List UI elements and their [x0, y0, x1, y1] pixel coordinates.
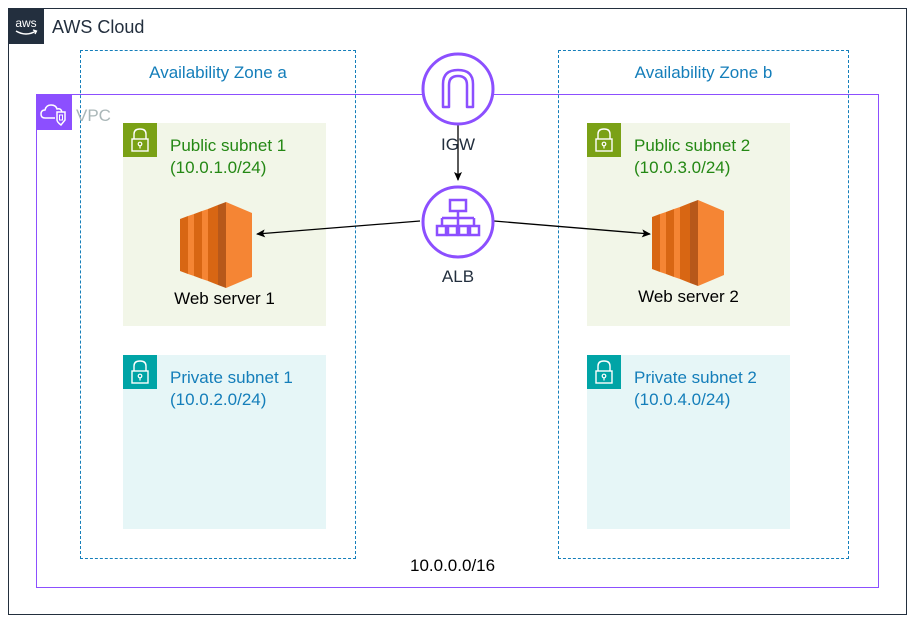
- availability-zone-a: Availability Zone a: [80, 50, 356, 559]
- private-subnet-1: Private subnet 1 (10.0.2.0/24): [123, 355, 326, 529]
- vpc-cloud-icon: [36, 94, 72, 130]
- subnet-name: Private subnet 2 (10.0.4.0/24): [634, 367, 757, 411]
- lock-icon: [587, 123, 621, 157]
- subnet-name-text: Private subnet 2: [634, 368, 757, 387]
- subnet-name: Public subnet 2 (10.0.3.0/24): [634, 135, 750, 179]
- public-subnet-1: Public subnet 1 (10.0.1.0/24) Web server …: [123, 123, 326, 326]
- subnet-cidr: (10.0.1.0/24): [170, 158, 267, 177]
- subnet-name-text: Public subnet 2: [634, 136, 751, 155]
- subnet-name: Public subnet 1 (10.0.1.0/24): [170, 135, 286, 179]
- az-label: Availability Zone a: [149, 63, 287, 82]
- private-subnet-2: Private subnet 2 (10.0.4.0/24): [587, 355, 790, 529]
- igw-label: IGW: [441, 135, 475, 154]
- ec2-instance-icon: [178, 199, 254, 296]
- subnet-name: Private subnet 1 (10.0.2.0/24): [170, 367, 293, 411]
- internet-gateway-icon: [421, 52, 495, 131]
- svg-text:aws: aws: [15, 16, 36, 30]
- availability-zone-b: Availability Zone b: [558, 50, 849, 559]
- connector-alb-to-web1: [256, 220, 421, 238]
- vpc-label: VPC: [76, 106, 111, 125]
- subnet-name-text: Public subnet 1: [170, 136, 287, 155]
- vpc-cidr-label: 10.0.0.0/16: [410, 556, 496, 575]
- subnet-name-text: Private subnet 1: [170, 368, 293, 387]
- ec2-instance-icon: [650, 197, 726, 294]
- public-subnet-2: Public subnet 2 (10.0.3.0/24) Web server …: [587, 123, 790, 326]
- subnet-cidr: (10.0.2.0/24): [170, 390, 267, 409]
- subnet-cidr: (10.0.3.0/24): [634, 158, 731, 177]
- subnet-cidr: (10.0.4.0/24): [634, 390, 731, 409]
- alb-label: ALB: [441, 267, 475, 286]
- load-balancer-icon: [421, 185, 495, 264]
- aws-cloud-group: [8, 8, 907, 615]
- connector-alb-to-web2: [493, 220, 651, 238]
- cloud-title: AWS Cloud: [52, 17, 145, 37]
- lock-icon: [123, 123, 157, 157]
- lock-icon: [123, 355, 157, 389]
- server-label: Web server 1: [174, 289, 275, 308]
- lock-icon: [587, 355, 621, 389]
- server-label: Web server 2: [638, 287, 739, 306]
- aws-logo-icon: aws: [8, 8, 44, 44]
- az-label: Availability Zone b: [634, 63, 773, 82]
